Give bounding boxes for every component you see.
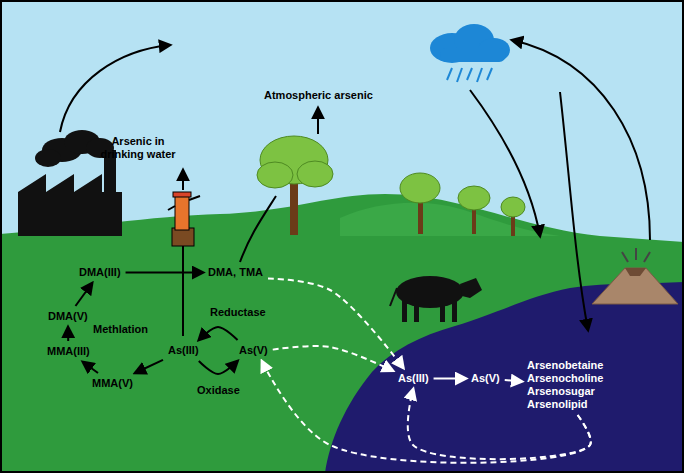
transport-arrow xyxy=(273,346,393,371)
node-text: DMA(III) xyxy=(79,266,121,279)
node-text: As(V) xyxy=(471,372,500,385)
transformation-arrow xyxy=(199,361,238,374)
transformation-arrow xyxy=(67,327,69,341)
transformation-arrow xyxy=(126,272,203,274)
enzyme-label: Reductase xyxy=(210,306,266,319)
transformation-arrow xyxy=(434,378,466,380)
node-text: Arsenosugar xyxy=(527,385,603,398)
volatilisation-arrow xyxy=(317,108,319,134)
cow xyxy=(390,276,482,322)
factory xyxy=(18,130,122,236)
hand-pump xyxy=(168,192,200,246)
uptake-line xyxy=(240,196,276,262)
species-label: MMA(III) xyxy=(45,344,92,359)
node-text: Arsenocholine xyxy=(527,372,603,385)
pathway-label: Atmospheric arsenic xyxy=(264,89,373,102)
deposition-arrow xyxy=(560,92,588,330)
species-label: As(V) xyxy=(469,371,502,386)
transformation-arrow xyxy=(83,362,98,373)
node-text: As(III) xyxy=(168,344,199,357)
node-text: Arsenobetaine xyxy=(527,359,603,372)
pump-arrow xyxy=(182,170,184,190)
volcano xyxy=(592,248,678,304)
transformation-arrow xyxy=(199,327,238,340)
compound-list: ArsenobetaineArsenocholineArsenosugarArs… xyxy=(525,358,605,412)
pathway-label: Arsenic in drinking water xyxy=(97,135,179,161)
node-text: MMA(V) xyxy=(92,377,133,390)
transport-arrow xyxy=(268,279,403,368)
water xyxy=(325,282,684,473)
enzyme-label: Oxidase xyxy=(197,384,240,397)
node-text: DMA, TMA xyxy=(208,266,263,279)
volcano-to-cloud-arrow xyxy=(512,40,650,240)
rain-arrow xyxy=(470,90,540,236)
emission-arrow xyxy=(60,45,170,132)
node-text: DMA(V) xyxy=(48,310,88,323)
transformation-arrow xyxy=(135,360,163,373)
node-text: As(III) xyxy=(398,372,429,385)
node-text: Arsenolipid xyxy=(527,398,603,411)
species-label: As(III) xyxy=(166,343,201,358)
transformation-arrow xyxy=(75,283,92,306)
trees xyxy=(257,136,525,236)
species-label: DMA(V) xyxy=(46,309,90,324)
node-text: As(V) xyxy=(239,344,268,357)
species-label: DMA, TMA xyxy=(206,265,265,280)
species-label: MMA(V) xyxy=(90,376,135,391)
cloud xyxy=(430,24,510,82)
species-label: As(V) xyxy=(237,343,270,358)
species-label: As(III) xyxy=(396,371,431,386)
process-label: Methlation xyxy=(93,323,148,336)
transformation-arrow xyxy=(505,380,522,381)
groundwater-line xyxy=(182,246,184,336)
species-label: DMA(III) xyxy=(77,265,123,280)
hill xyxy=(340,203,560,236)
node-text: MMA(III) xyxy=(47,345,90,358)
